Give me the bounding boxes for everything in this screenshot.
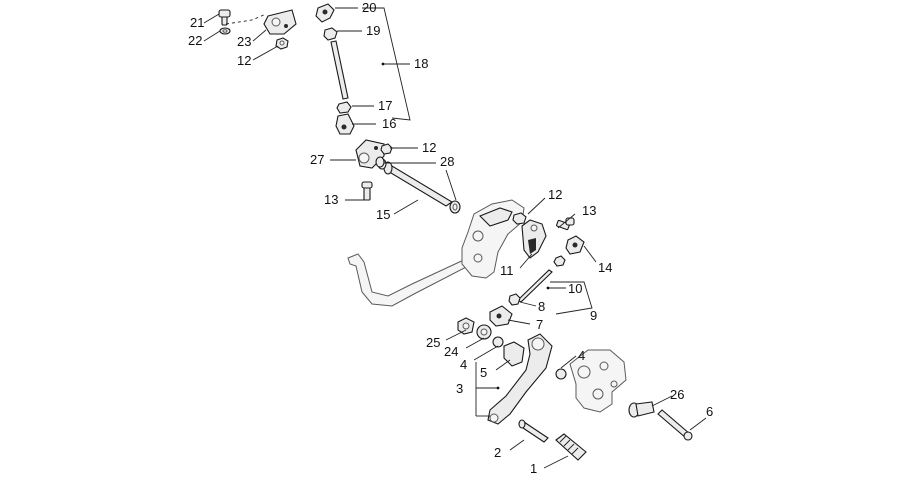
callout-25: 25 — [426, 335, 441, 350]
callout-9: 9 — [590, 308, 598, 323]
callout-6: 6 — [706, 404, 714, 419]
bolt-21 — [218, 9, 231, 26]
callout-3: 3 — [456, 381, 464, 396]
callout-13-left: 13 — [324, 192, 339, 207]
washer-22 — [219, 27, 231, 35]
callout-23: 23 — [237, 34, 252, 49]
callout-13-right: 13 — [582, 203, 597, 218]
callout-27: 27 — [310, 152, 325, 167]
grouping-brackets — [362, 7, 593, 315]
callout-24: 24 — [444, 344, 459, 359]
callout-11: 11 — [500, 263, 514, 278]
callout-26: 26 — [670, 387, 685, 402]
peg-pin-2 — [518, 419, 549, 443]
nut-12-right — [512, 212, 527, 225]
link-rod-9 — [517, 269, 553, 303]
washer-28 — [375, 156, 461, 214]
callout-21: 21 — [190, 15, 205, 30]
callout-22: 22 — [188, 33, 203, 48]
nut-12-mid — [380, 143, 393, 155]
shift-lever-27 — [355, 139, 385, 169]
callout-5: 5 — [480, 365, 488, 380]
leader-lines — [203, 7, 707, 469]
bolt-13-right — [556, 217, 575, 231]
callout-19: 19 — [366, 23, 381, 38]
bushing-5 — [503, 341, 525, 367]
nut-8 — [508, 293, 521, 306]
rod-end-16 — [335, 113, 355, 135]
callout-14: 14 — [598, 260, 613, 275]
callout-4-left: 4 — [460, 357, 468, 372]
footrest-plate — [569, 349, 627, 413]
callout-8: 8 — [538, 299, 546, 314]
nut-17 — [336, 101, 352, 114]
callout-18: 18 — [414, 56, 429, 71]
nut-25 — [457, 317, 475, 335]
callout-20: 20 — [362, 0, 377, 15]
callout-10: 10 — [568, 281, 583, 296]
shift-pedal-3 — [487, 333, 553, 425]
dashed-alignment-line — [225, 13, 267, 25]
rod-end-7 — [489, 305, 513, 327]
reference-dots — [381, 62, 550, 390]
bolt-6 — [657, 409, 693, 441]
callout-15: 15 — [376, 207, 391, 222]
frame-bracket — [347, 199, 525, 307]
washer-4-right — [555, 368, 567, 380]
control-rod-18 — [330, 40, 349, 100]
callout-12-mid: 12 — [422, 140, 437, 155]
rod-end-14 — [565, 235, 585, 255]
callout-2: 2 — [494, 445, 502, 460]
callout-7: 7 — [536, 317, 544, 332]
callout-17: 17 — [378, 98, 393, 113]
bolt-13-left — [361, 181, 373, 201]
callout-4-right: 4 — [578, 348, 586, 363]
washer-4-left — [492, 336, 504, 348]
callout-16: 16 — [382, 116, 397, 131]
callout-1: 1 — [530, 461, 538, 476]
pin-26 — [628, 401, 655, 418]
washer-24 — [476, 324, 492, 340]
lever-11 — [521, 219, 547, 259]
nut-10-small — [553, 255, 566, 267]
footpeg-rubber-1 — [555, 433, 587, 461]
callout-28: 28 — [440, 154, 455, 169]
rod-end-20 — [315, 3, 335, 23]
bracket-23 — [263, 9, 297, 35]
callout-12-top: 12 — [237, 53, 252, 68]
nut-12-top — [275, 37, 289, 50]
callout-12-right: 12 — [548, 187, 563, 202]
nut-19 — [323, 27, 338, 41]
